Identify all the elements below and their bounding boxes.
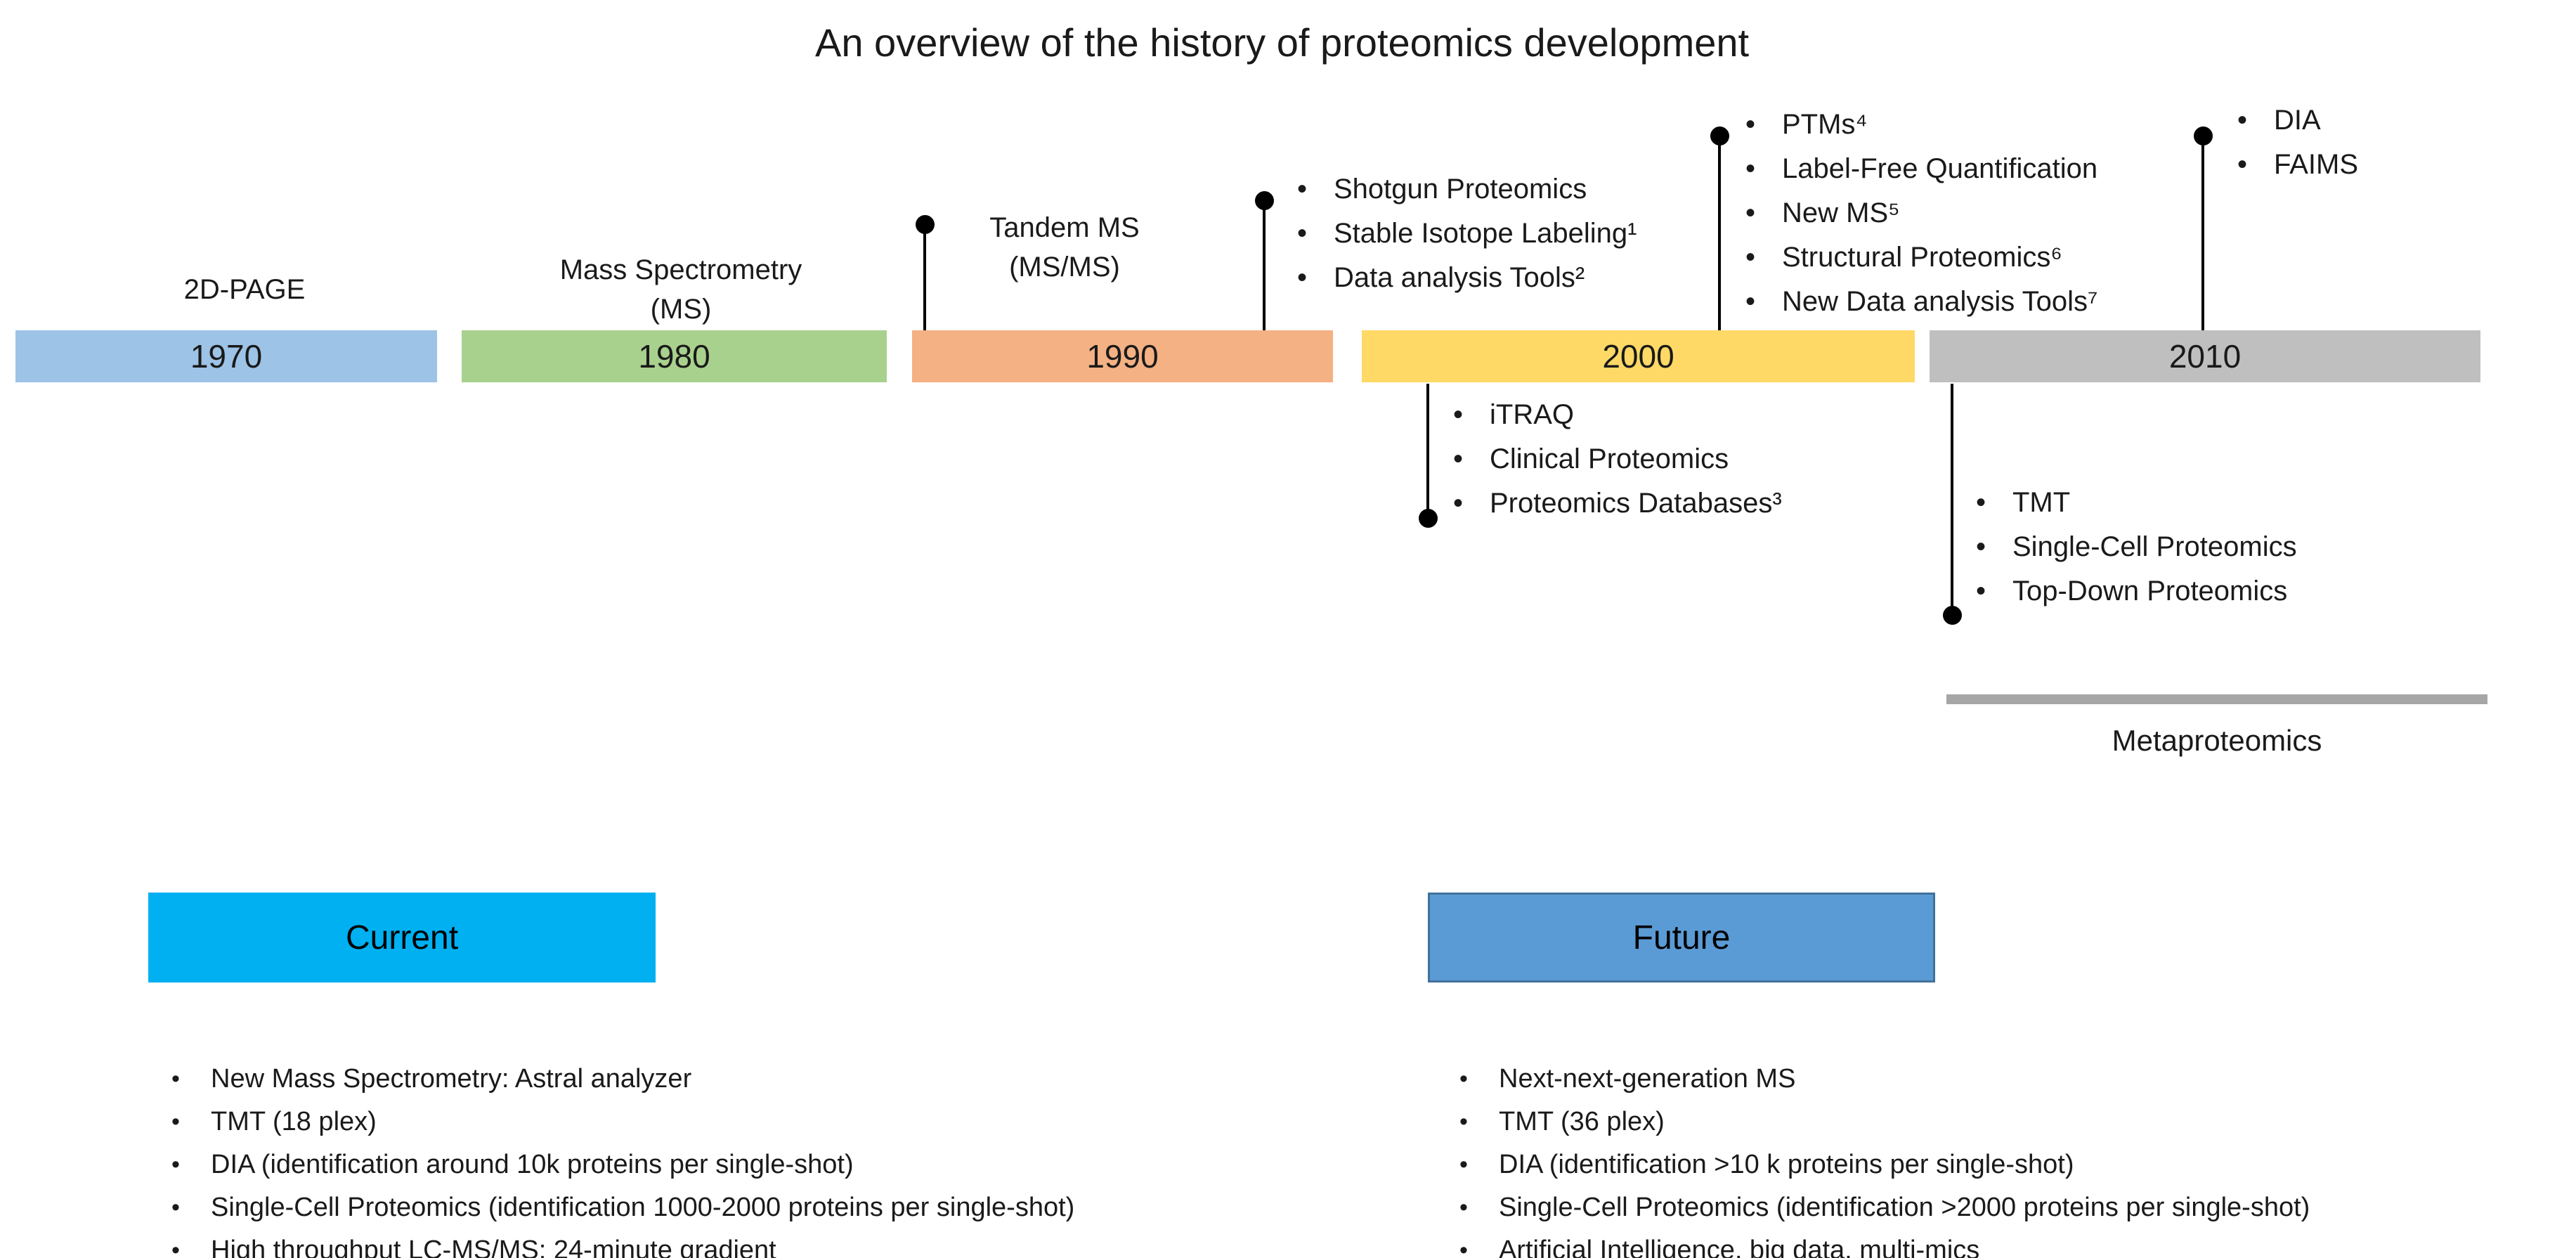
label-mass-spectrometry-line1: Mass Spectrometry — [559, 254, 802, 285]
decade-year: 2010 — [2168, 338, 2242, 375]
tmt-callout-dot — [1943, 606, 1962, 625]
tmt-callout-list: TMT Single-Cell Proteomics Top-Down Prot… — [1972, 481, 2297, 614]
future-heading-label: Future — [1632, 919, 1731, 957]
list-item: Single-Cell Proteomics (identification >… — [1457, 1186, 2310, 1229]
decade-year: 1970 — [190, 338, 263, 375]
list-item: Top-Down Proteomics — [1972, 569, 2297, 614]
tmt-connector-line — [1951, 384, 1953, 615]
label-mass-spectrometry: Mass Spectrometry (MS) — [505, 250, 857, 329]
label-tandem-ms-line2: (MS/MS) — [1009, 252, 1120, 283]
ptms-connector-line — [1718, 136, 1721, 330]
current-heading-label: Current — [345, 919, 459, 957]
list-item: Proteomics Databases³ — [1449, 481, 1782, 526]
label-tandem-ms-line1: Tandem MS — [989, 212, 1140, 243]
decade-year: 1990 — [1086, 338, 1159, 375]
list-item: New Data analysis Tools⁷ — [1741, 280, 2098, 324]
itraq-connector-line — [1426, 384, 1429, 518]
decade-year: 2000 — [1602, 338, 1674, 375]
list-item: Clinical Proteomics — [1449, 437, 1782, 481]
future-list: Next-next-generation MS TMT (36 plex) DI… — [1457, 1058, 2310, 1258]
itraq-callout-dot — [1419, 509, 1438, 528]
label-tandem-ms: Tandem MS (MS/MS) — [966, 208, 1163, 287]
dia-connector-line — [2201, 136, 2204, 330]
page-title: An overview of the history of proteomics… — [815, 20, 1750, 65]
list-item: High throughput LC-MS/MS: 24-minute grad… — [169, 1229, 1074, 1258]
decade-bar-2010: 2010 — [1930, 330, 2480, 382]
list-item: TMT (36 plex) — [1457, 1101, 2310, 1143]
list-item: iTRAQ — [1449, 393, 1782, 437]
list-item: TMT (18 plex) — [169, 1101, 1074, 1143]
dia-callout-list: DIA FAIMS — [2233, 98, 2358, 187]
decade-bar-1970: 1970 — [15, 330, 437, 382]
list-item: DIA — [2233, 98, 2358, 143]
current-list: New Mass Spectrometry: Astral analyzer T… — [169, 1058, 1074, 1258]
list-item: Next-next-generation MS — [1457, 1058, 2310, 1101]
list-item: New MS⁵ — [1741, 191, 2098, 235]
list-item: Data analysis Tools² — [1293, 256, 1637, 300]
list-item: DIA (identification >10 k proteins per s… — [1457, 1143, 2310, 1186]
shotgun-connector-line — [1263, 200, 1266, 330]
list-item: New Mass Spectrometry: Astral analyzer — [169, 1058, 1074, 1101]
itraq-callout-list: iTRAQ Clinical Proteomics Proteomics Dat… — [1449, 393, 1782, 526]
list-item: Shotgun Proteomics — [1293, 167, 1637, 212]
label-2d-page: 2D-PAGE — [183, 274, 306, 305]
list-item: FAIMS — [2233, 143, 2358, 187]
ptms-callout-list: PTMs⁴ Label-Free Quantification New MS⁵ … — [1741, 103, 2098, 324]
tandem-ms-connector-line — [923, 224, 926, 330]
list-item: Structural Proteomics⁶ — [1741, 235, 2098, 280]
decade-bar-1980: 1980 — [462, 330, 887, 382]
future-heading-box: Future — [1428, 893, 1935, 983]
metaproteomics-bar — [1946, 694, 2487, 704]
shotgun-callout-list: Shotgun Proteomics Stable Isotope Labeli… — [1293, 167, 1637, 300]
metaproteomics-label: Metaproteomics — [2112, 724, 2322, 757]
list-item: Label-Free Quantification — [1741, 147, 2098, 191]
list-item: Artificial Intelligence, big data, multi… — [1457, 1229, 2310, 1258]
decade-bar-1990: 1990 — [912, 330, 1333, 382]
label-mass-spectrometry-line2: (MS) — [650, 294, 712, 325]
list-item: Single-Cell Proteomics — [1972, 525, 2297, 569]
list-item: PTMs⁴ — [1741, 103, 2098, 147]
decade-year: 1980 — [638, 338, 710, 375]
list-item: Stable Isotope Labeling¹ — [1293, 212, 1637, 256]
list-item: Single-Cell Proteomics (identification 1… — [169, 1186, 1074, 1229]
list-item: TMT — [1972, 481, 2297, 525]
list-item: DIA (identification around 10k proteins … — [169, 1143, 1074, 1186]
decade-bar-2000: 2000 — [1362, 330, 1915, 382]
current-heading-box: Current — [148, 893, 656, 983]
